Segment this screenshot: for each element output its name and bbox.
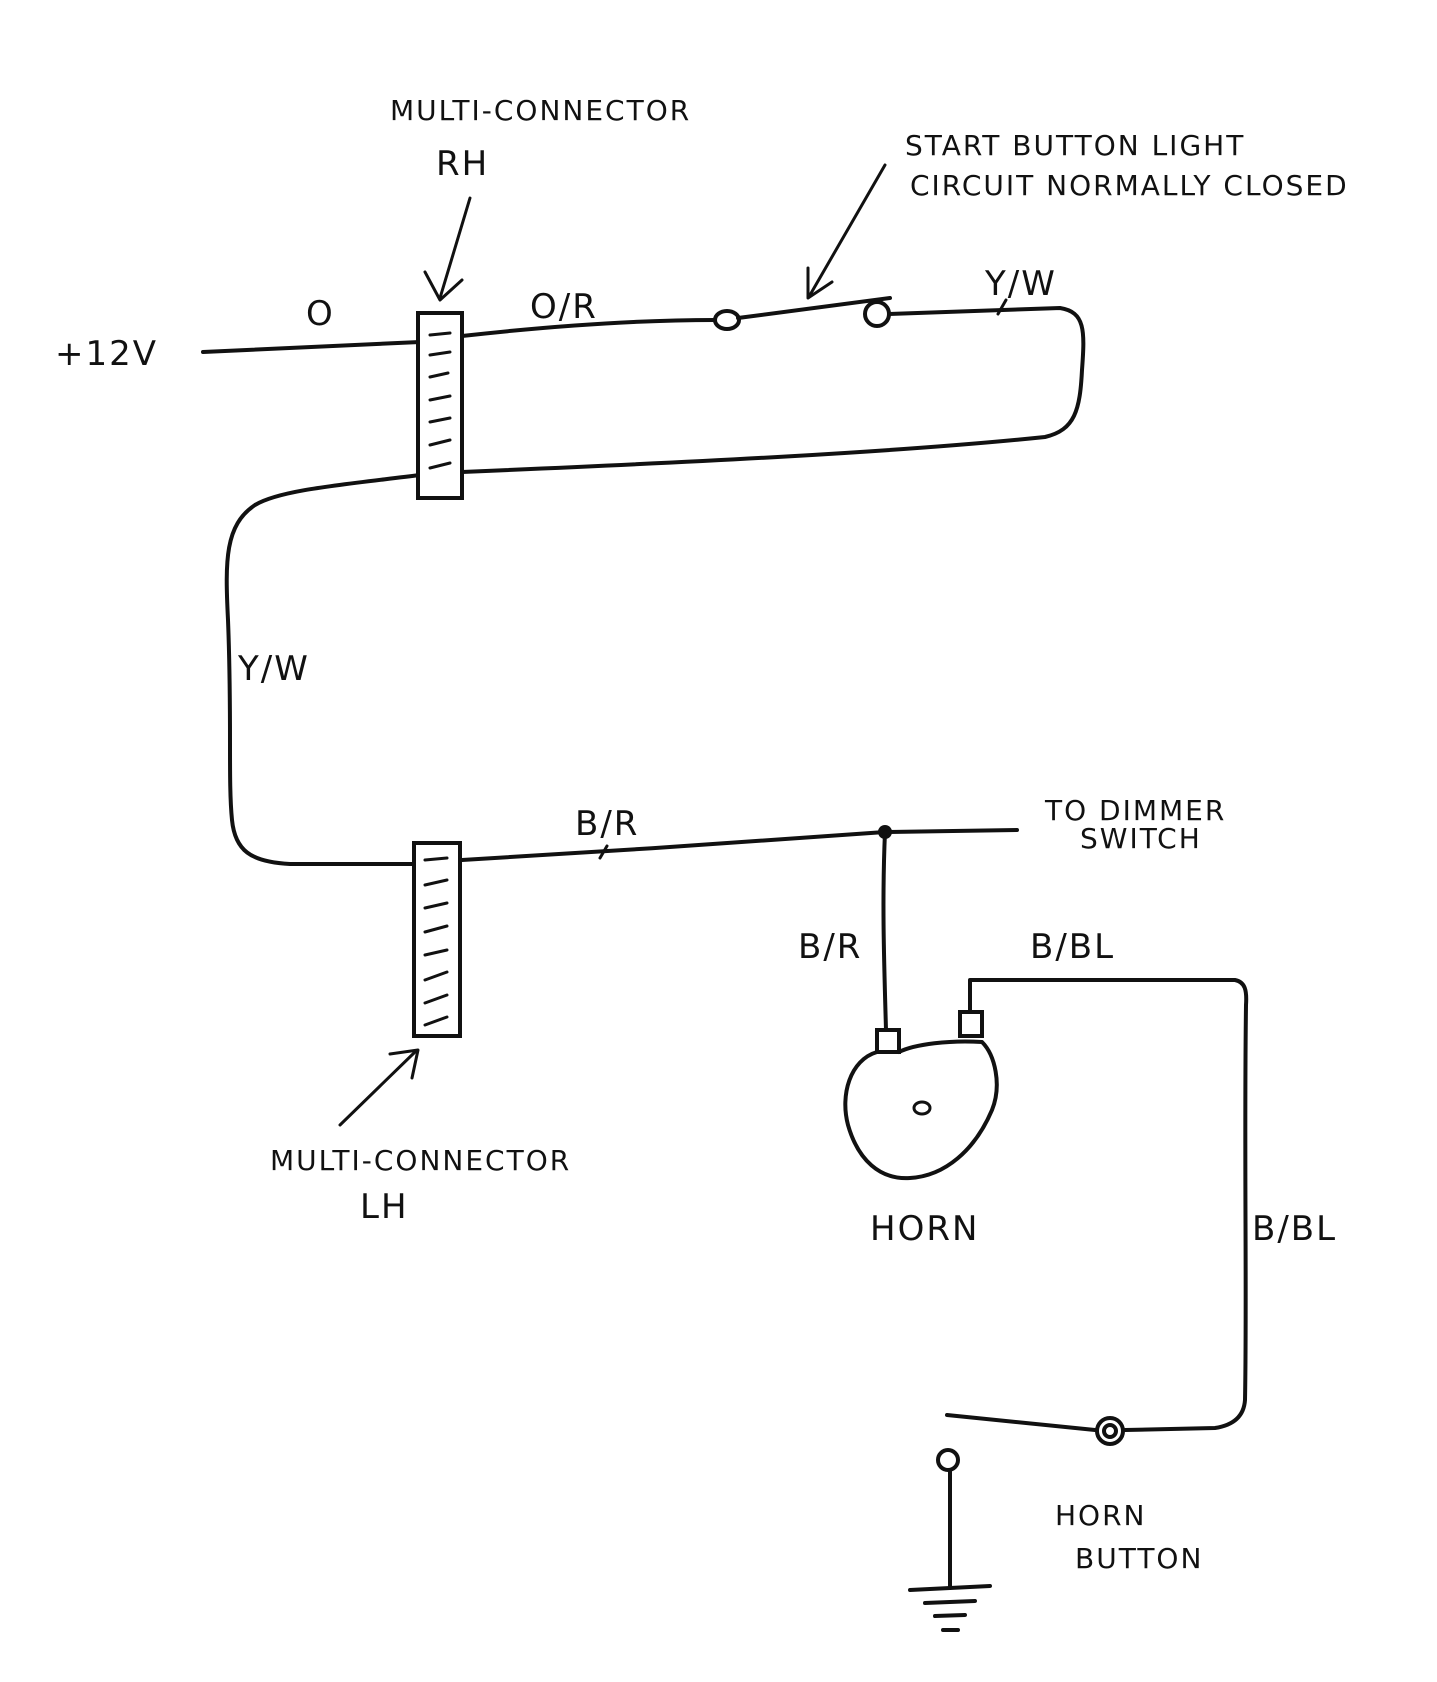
horn-button-lead bbox=[945, 1413, 1097, 1432]
wire-mark bbox=[996, 298, 1008, 316]
wire-y-w-top-label: Y/W bbox=[984, 264, 1057, 304]
ground-contact bbox=[936, 1448, 960, 1472]
horn-icon bbox=[843, 1010, 999, 1181]
plus-12v-label: +12V bbox=[55, 334, 158, 374]
wire-b-bl-top-label: B/BL bbox=[1030, 927, 1115, 967]
wire-mark bbox=[598, 844, 609, 860]
switch-contact-left bbox=[713, 309, 741, 331]
wire-y-w-left bbox=[224, 473, 422, 866]
ground-icon bbox=[908, 1584, 992, 1632]
wire-b-bl bbox=[968, 978, 1249, 1432]
wire-o-r-label: O/R bbox=[530, 287, 598, 327]
multi-connector-rh-side: RH bbox=[436, 144, 489, 184]
horn-button-label: HORN bbox=[1055, 1499, 1147, 1532]
wire-b-bl-right-label: B/BL bbox=[1252, 1209, 1337, 1249]
to-dimmer-label: TO DIMMER bbox=[1044, 794, 1226, 827]
wire-o-label: O bbox=[306, 294, 335, 334]
horn-button-contact bbox=[1095, 1416, 1125, 1446]
multi-connector-lh-side: LH bbox=[360, 1187, 409, 1227]
wire-o bbox=[201, 340, 422, 354]
arrow-rh-connector bbox=[423, 196, 472, 302]
horn-button-sub-label: BUTTON bbox=[1075, 1542, 1203, 1575]
start-button-sub-label: CIRCUIT NORMALLY CLOSED bbox=[910, 169, 1349, 202]
multi-connector-lh bbox=[412, 841, 462, 1038]
wire-y-w-loop bbox=[460, 306, 1086, 474]
multi-connector-rh-label: MULTI-CONNECTOR bbox=[390, 94, 691, 127]
switch-blade bbox=[736, 296, 892, 320]
arrow-lh-connector bbox=[338, 1048, 420, 1127]
wire-y-w-left-label: Y/W bbox=[237, 649, 310, 689]
switch-contact-right bbox=[863, 300, 891, 328]
wire-b-r-vertical-label: B/R bbox=[798, 927, 862, 967]
arrow-start-button bbox=[806, 163, 887, 300]
wire-o-r bbox=[460, 318, 717, 338]
wire-b-r-vertical bbox=[881, 830, 888, 1032]
multi-connector-rh bbox=[416, 311, 464, 500]
start-button-label: START BUTTON LIGHT bbox=[905, 129, 1245, 162]
to-dimmer-sub-label: SWITCH bbox=[1080, 822, 1202, 855]
multi-connector-lh-label: MULTI-CONNECTOR bbox=[270, 1144, 571, 1177]
wire-b-r-top-label: B/R bbox=[575, 804, 639, 844]
wire-b-r-horizontal bbox=[460, 828, 1019, 862]
horn-label: HORN bbox=[870, 1209, 979, 1249]
